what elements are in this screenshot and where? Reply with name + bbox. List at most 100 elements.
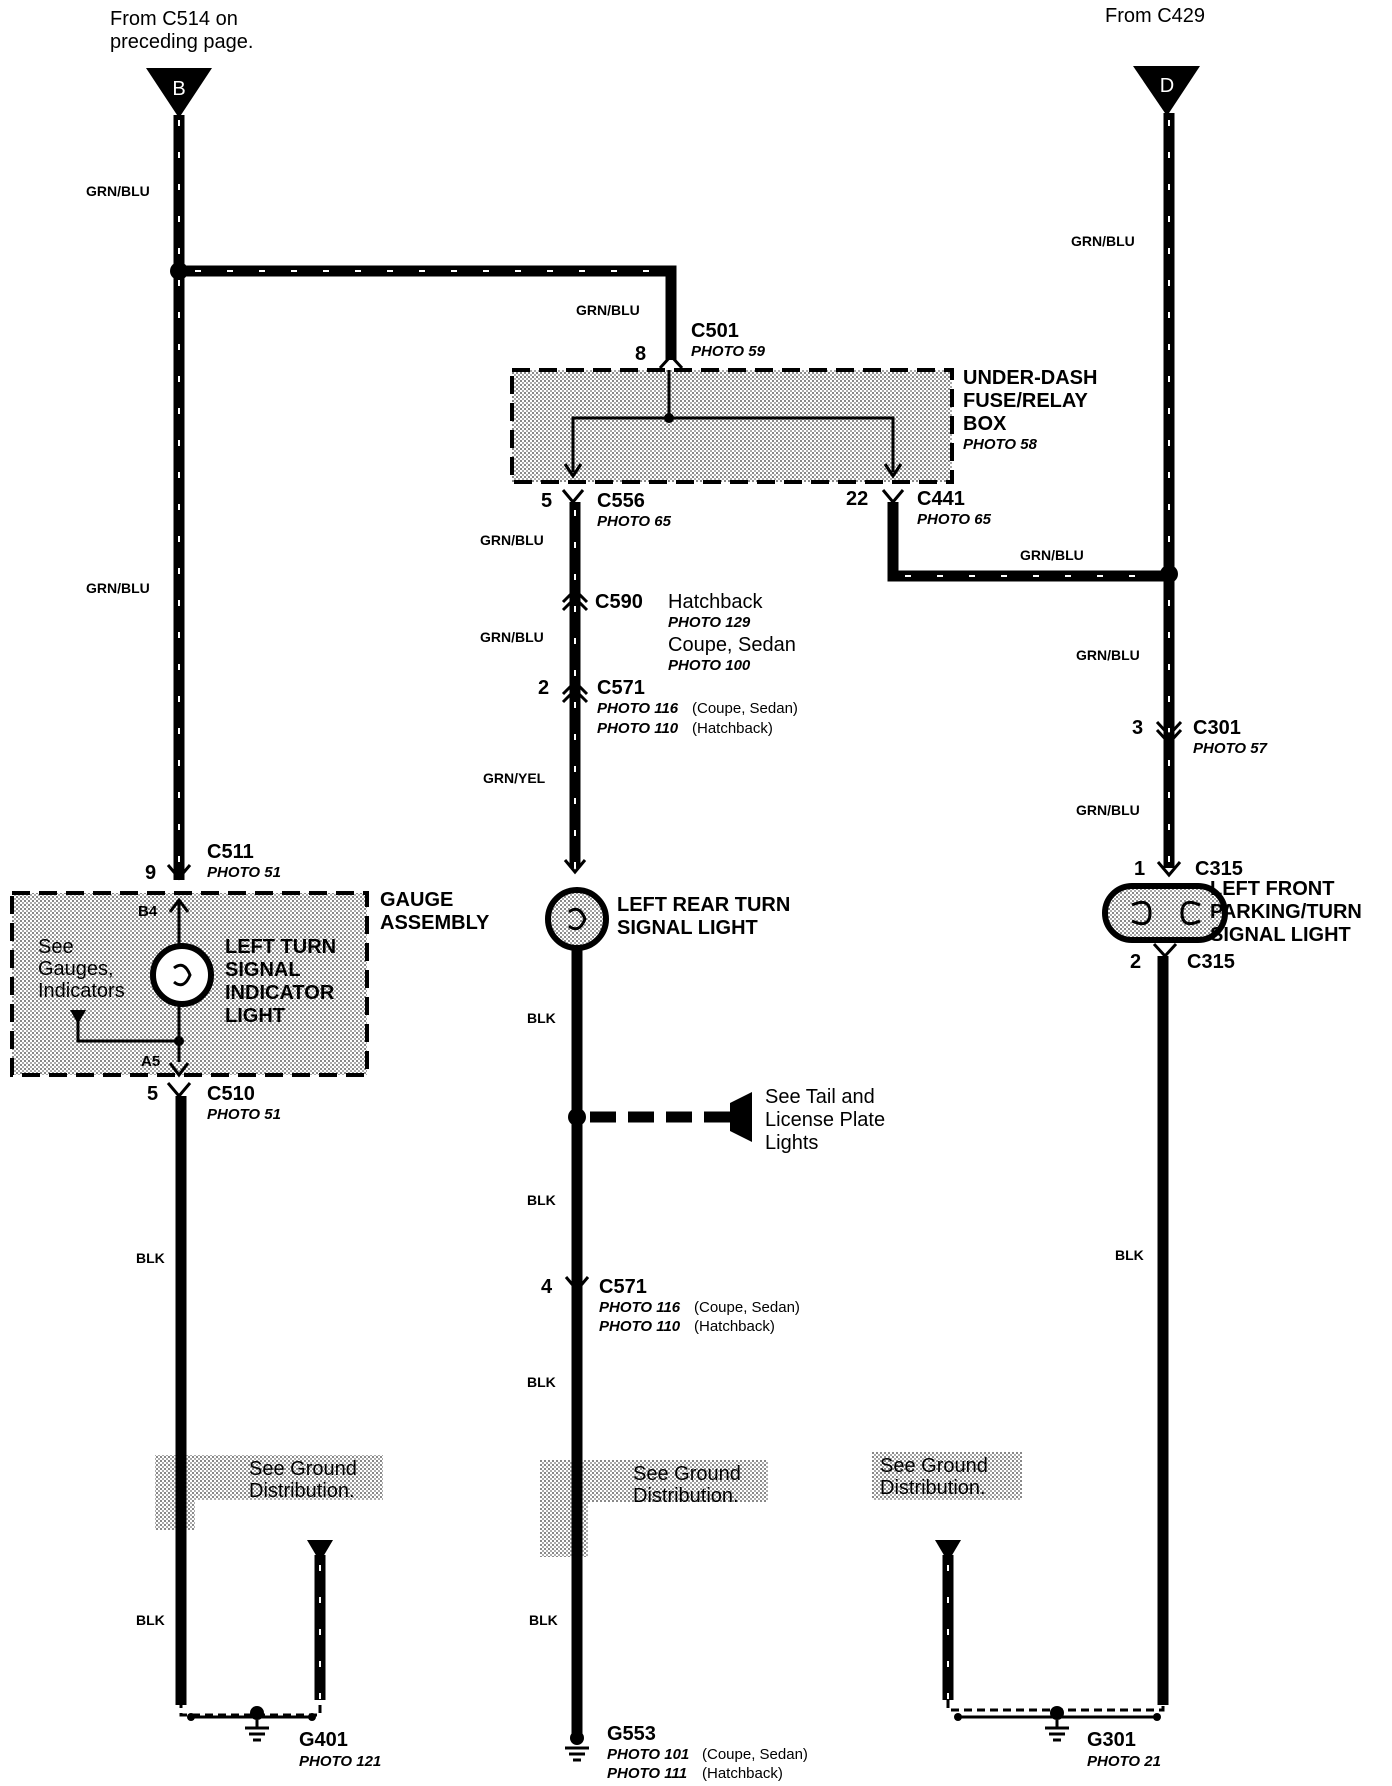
wire-label: GRN/BLU bbox=[1071, 233, 1135, 249]
gauge-see-3: Indicators bbox=[38, 980, 125, 1002]
fuse-box-label-2: FUSE/RELAY bbox=[963, 390, 1089, 412]
gauge-pin-b4: B4 bbox=[138, 903, 158, 920]
wire-label: GRN/BLU bbox=[1076, 647, 1140, 663]
connector-c571 bbox=[561, 679, 589, 704]
front-light-label-3: SIGNAL LIGHT bbox=[1210, 924, 1351, 946]
gauge-pin-a5: A5 bbox=[141, 1053, 160, 1070]
wire-label: BLK bbox=[527, 1010, 556, 1026]
connector-b-triangle bbox=[146, 68, 212, 118]
connector-c315-bottom bbox=[1152, 942, 1178, 959]
gauge-light-2: SIGNAL bbox=[225, 959, 301, 981]
c510-pin: 5 bbox=[147, 1083, 158, 1105]
tail-ref-3: Lights bbox=[765, 1132, 818, 1154]
c556-photo: PHOTO 65 bbox=[597, 513, 672, 530]
tail-ref-2: License Plate bbox=[765, 1109, 885, 1131]
rear-light-label-1: LEFT REAR TURN bbox=[617, 894, 790, 916]
wire-label: BLK bbox=[136, 1612, 165, 1628]
ground-ref-1: See Ground bbox=[249, 1458, 357, 1480]
connector-c301 bbox=[1155, 720, 1183, 746]
arrow-left-icon bbox=[730, 1092, 752, 1142]
c511-pin: 9 bbox=[145, 862, 156, 884]
c571-top-note1: (Coupe, Sedan) bbox=[692, 700, 798, 717]
arrow-down-icon bbox=[168, 1062, 190, 1078]
wire-label: BLK bbox=[136, 1250, 165, 1266]
ground-symbol-icon bbox=[565, 1746, 589, 1762]
front-light-label-2: PARKING/TURN bbox=[1210, 901, 1362, 923]
splice-right bbox=[1160, 565, 1178, 583]
g301-photo: PHOTO 21 bbox=[1087, 1753, 1161, 1770]
connector-c590 bbox=[561, 587, 589, 612]
connector-c501 bbox=[658, 353, 684, 370]
c501-photo: PHOTO 59 bbox=[691, 343, 766, 360]
c510-name: C510 bbox=[207, 1083, 255, 1105]
g553-note2: (Hatchback) bbox=[702, 1765, 783, 1782]
front-light-bulb-icon bbox=[1102, 883, 1228, 943]
g553-name: G553 bbox=[607, 1723, 656, 1745]
ground-symbol-icon bbox=[245, 1720, 269, 1742]
wire-label: GRN/BLU bbox=[86, 580, 150, 596]
from-c514-label: From C514 on bbox=[110, 8, 238, 30]
c571-bot-note1: (Coupe, Sedan) bbox=[694, 1299, 800, 1316]
c571-top-note2: (Hatchback) bbox=[692, 720, 773, 737]
c571-bot-photo1: PHOTO 116 bbox=[599, 1299, 681, 1316]
c301-photo: PHOTO 57 bbox=[1193, 740, 1268, 757]
ground-g301-node bbox=[1050, 1706, 1064, 1720]
gauge-see-2: Gauges, bbox=[38, 958, 114, 980]
connector-c441 bbox=[881, 489, 905, 505]
g301-name: G301 bbox=[1087, 1729, 1136, 1751]
c501-pin: 8 bbox=[635, 343, 646, 365]
c590-variant1: Hatchback bbox=[668, 591, 763, 613]
c511-photo: PHOTO 51 bbox=[207, 864, 281, 881]
c315-bot-pin: 2 bbox=[1130, 951, 1141, 973]
g401-name: G401 bbox=[299, 1729, 348, 1751]
bulb-icon bbox=[150, 943, 214, 1007]
c501-name: C501 bbox=[691, 320, 739, 342]
gauge-light-4: LIGHT bbox=[225, 1005, 285, 1027]
gauge-see-1: See bbox=[38, 936, 74, 958]
c571-bot-pin: 4 bbox=[541, 1276, 553, 1298]
ground-g401-node bbox=[250, 1706, 264, 1720]
c590-name: C590 bbox=[595, 591, 643, 613]
c571-top-pin: 2 bbox=[538, 677, 549, 699]
g401-photo: PHOTO 121 bbox=[299, 1753, 381, 1770]
ground-arrow-icon bbox=[935, 1540, 961, 1562]
ground-symbol-icon bbox=[1045, 1720, 1069, 1742]
ground-ref-1: See Ground bbox=[880, 1455, 988, 1477]
front-light-label-1: LEFT FRONT bbox=[1210, 878, 1334, 900]
from-c514-label-2: preceding page. bbox=[110, 31, 253, 53]
connector-c556 bbox=[561, 489, 585, 505]
wire-label: BLK bbox=[529, 1612, 558, 1628]
c571-top-photo2: PHOTO 110 bbox=[597, 720, 679, 737]
wire-label: GRN/BLU bbox=[1076, 802, 1140, 818]
wire-label: BLK bbox=[527, 1192, 556, 1208]
c511-name: C511 bbox=[207, 841, 254, 863]
ground-ref-area bbox=[155, 1455, 383, 1500]
connector-c315 bbox=[1156, 861, 1182, 878]
c590-variant2: Coupe, Sedan bbox=[668, 634, 796, 656]
ground-arrow-icon bbox=[70, 1010, 86, 1024]
arrow-down-icon bbox=[563, 463, 583, 479]
gauge-light-3: INDICATOR bbox=[225, 982, 335, 1004]
c571-bot-note2: (Hatchback) bbox=[694, 1318, 775, 1335]
ground-ref-1: See Ground bbox=[633, 1463, 741, 1485]
g553-photo1: PHOTO 101 bbox=[607, 1746, 689, 1763]
splice-tail bbox=[568, 1108, 586, 1126]
connector-c510 bbox=[166, 1082, 192, 1099]
c571-top-photo1: PHOTO 116 bbox=[597, 700, 679, 717]
c556-name: C556 bbox=[597, 490, 645, 512]
c510-photo: PHOTO 51 bbox=[207, 1106, 281, 1123]
wire-label: GRN/BLU bbox=[86, 183, 150, 199]
gauge-label-2: ASSEMBLY bbox=[380, 912, 490, 934]
wire-c441-to-right bbox=[887, 502, 1169, 582]
fuse-box-label-1: UNDER-DASH bbox=[963, 367, 1097, 389]
c571-bot-photo2: PHOTO 110 bbox=[599, 1318, 681, 1335]
c571-bot-name: C571 bbox=[599, 1276, 647, 1298]
ground-ref-area bbox=[872, 1452, 1022, 1500]
rear-turn-light-bulb-icon bbox=[545, 887, 609, 951]
c590-photo2: PHOTO 100 bbox=[668, 657, 751, 674]
wire-label: GRN/YEL bbox=[483, 770, 546, 786]
c571-top-name: C571 bbox=[597, 677, 645, 699]
connector-c571-bottom bbox=[564, 1276, 590, 1293]
fuse-box-label-3: BOX bbox=[963, 413, 1007, 435]
